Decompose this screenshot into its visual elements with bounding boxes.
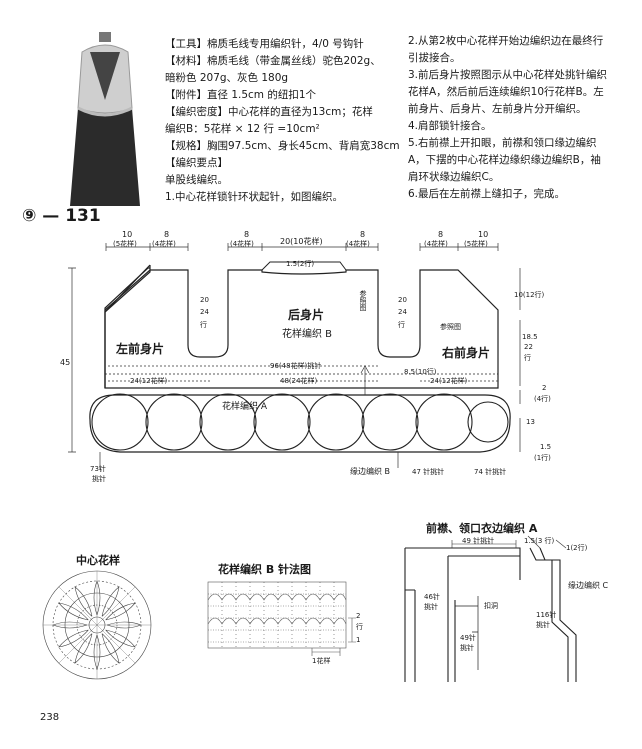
center-motif-chart [42,570,152,680]
ref-b: 参照图 [440,323,461,331]
pick-74: 74 针挑针 [474,468,507,476]
front-band-diagram [404,547,577,682]
pattern-b-chart [207,581,356,656]
band-r1: 1(2行) [566,544,588,552]
r-13: 13 [526,418,535,426]
r-1row: (1行) [534,454,551,462]
steps-block: 2.从第2枚中心花样开始边编织边在最终行 引拔接合。 3.前后身片按照图示从中心… [408,33,638,203]
front-band-title: 前襟、领口衣边编织 A [426,522,538,535]
h-22-rows: 行 [524,354,531,362]
dim-c2: 20(10花样) [280,237,323,246]
band-p49c: 挑针 [460,644,474,652]
dim-c3: 8 [360,230,366,239]
back-label: 后身片 [288,308,325,322]
spec-materials-2: 暗粉色 207g、灰色 180g [165,72,289,84]
section-number: ⑨ — 131 [22,206,101,226]
band-buttonhole: 扣洞 [484,602,498,610]
r-4: (4行) [534,395,551,403]
page-number: 238 [40,712,60,723]
dim-l1s: (5花样) [113,240,137,248]
spec-point-1: 单股线编织。 [165,174,228,186]
step-6: 6.最后在左前襟上缝扣子，完成。 [408,188,566,200]
left-73: 73针 [90,465,106,473]
spec-point-2: 1.中心花样锁针环状起针，如图编织。 [165,191,344,203]
spec-points-heading: 【编织要点】 [165,157,228,169]
height-45: 45 [60,358,71,367]
step-5: 5.右前襟上开扣眼，前襟和领口缘边编织 [408,137,597,149]
armhole-r2: 24 [398,308,407,316]
band-p49: 49 针挑针 [462,537,495,545]
rows-10: 10(12行) [514,291,545,299]
band-p49b: 49针 [460,634,476,642]
step-4: 4.肩部锁针接合。 [408,120,492,132]
spec-gauge: 【编织密度】中心花样的直径为13cm；花样 [165,106,373,118]
pattern-b-repeat: 1花样 [312,657,331,665]
edge-b-label: 缘边编织 B [350,467,391,476]
spec-accessories: 【附件】直径 1.5cm 的纽扣1个 [165,89,317,101]
armhole-l: 20 [200,296,209,304]
dim-c3s: (4花样) [346,240,370,248]
h-185: 18.5 [522,333,538,341]
dim-r1: 8 [438,230,444,239]
armhole-l3: 行 [200,321,207,329]
dim-l1: 10 [122,230,133,239]
right-24: 24(12花样) [430,377,468,385]
right-85: 8.5(10行) [404,368,437,376]
dim-c1s: (4花样) [230,240,254,248]
band-p46: 46针 [424,593,440,601]
pattern-b-title: 花样编织 B 针法图 [218,563,312,576]
armhole-r: 20 [398,296,407,304]
pattern-b-r1: 1 [356,636,361,644]
step-3: 3.前后身片按照图示从中心花样处挑针编织 [408,69,608,81]
dim-l2s: (4花样) [152,240,176,248]
ref-a: 参照图 [359,290,367,311]
body-outline [104,267,150,388]
right-front-label: 右前身片 [442,346,491,360]
neck-rows: 1.5(2行) [286,260,315,268]
dim-c1: 8 [244,230,250,239]
left-front-label: 左前身片 [116,342,165,356]
pattern-a-label: 花样编织 A [222,402,268,412]
dim-l2: 8 [164,230,170,239]
step-2: 2.从第2枚中心花样开始边编织边在最终行 [408,35,604,47]
dim-r2s: (5花样) [464,240,488,248]
spec-tools: 【工具】棉质毛线专用编织针，4/0 号钩针 [165,38,364,50]
band-r15: 1.5(3 行) [524,537,555,545]
band-p116: 116针 [536,611,557,619]
left-24: 24(12花样) [130,377,168,385]
step-2b: 引拔接合。 [408,52,461,64]
model-photo [60,30,150,210]
band-p116b: 挑针 [536,621,550,629]
step-5b: A，下摆的中心花样边缘织缘边编织B，袖 [408,154,601,166]
pick-96: 96(48花样)挑针 [270,362,322,370]
r-15: 1.5 [540,443,552,451]
spec-materials: 【材料】棉质毛线（带金属丝线）驼色202g、 [165,55,381,67]
center-motif-title: 中心花样 [76,554,120,567]
dim-r2: 10 [478,230,489,239]
specs-block: 【工具】棉质毛线专用编织针，4/0 号钩针 【材料】棉质毛线（带金属丝线）驼色2… [165,36,400,206]
armhole-l2: 24 [200,308,209,316]
scallop-row [89,393,511,453]
step-5c: 肩环状缘边编织C。 [408,171,500,183]
step-3b: 花样A，然后前后连续编织10行花样B。左 [408,86,604,98]
r-2: 2 [542,384,547,392]
pattern-b-r2: 2 [356,612,361,620]
pick-47: 47 针挑针 [412,468,445,476]
back-pattern-label: 花样编织 B [282,329,333,340]
step-3c: 前身片、后身片、左前身片分开编织。 [408,103,587,115]
spec-size: 【规格】胸围97.5cm、身长45cm、背肩宽38cm [165,140,400,152]
armhole-r3: 行 [398,321,405,329]
pick-48: 48(24花样) [280,377,318,385]
band-p46b: 挑针 [424,603,438,611]
spec-gauge-2: 编织B：5花样 × 12 行 =10cm² [165,123,320,135]
h-22: 22 [524,343,533,351]
dim-r1s: (4花样) [424,240,448,248]
pattern-b-r2b: 行 [356,623,363,631]
edge-c-label: 缘边编织 C [568,581,609,590]
left-73b: 挑针 [92,475,106,483]
